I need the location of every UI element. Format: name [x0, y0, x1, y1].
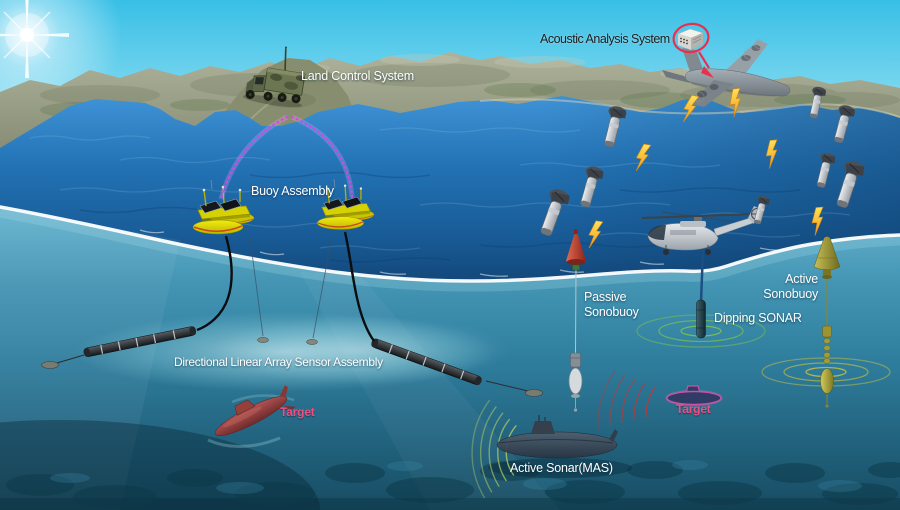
buoy-cable-left	[196, 235, 233, 332]
label-dipping-sonar: Dipping SONAR	[714, 311, 802, 325]
mooring-disc	[306, 339, 318, 345]
label-directional-array: Directional Linear Array Sensor Assembly	[174, 355, 383, 369]
military-truck-icon	[242, 46, 306, 108]
sea-wave-texture	[29, 127, 851, 263]
analysis-pointer-arrow	[698, 51, 714, 78]
label-active-sonobuoy-line2: Sonobuoy	[763, 286, 818, 301]
active-sonobuoy-icon	[813, 236, 841, 408]
label-target-left: Target	[280, 405, 315, 419]
mooring-line-right	[312, 235, 333, 339]
label-land-control-system: Land Control System	[301, 69, 414, 83]
comm-arc-right	[290, 114, 355, 199]
label-active-sonar-mas: Active Sonar(MAS)	[510, 461, 613, 475]
label-passive-sonobuoy-line1: Passive	[584, 290, 627, 304]
dipping-sonar-cable	[699, 249, 705, 303]
foam-line	[0, 205, 900, 283]
label-target-right: Target	[676, 402, 711, 416]
label-active-sonobuoy: Active Sonobuoy	[736, 272, 818, 302]
anchor-line-right	[485, 380, 529, 392]
label-passive-sonobuoy: Passive Sonobuoy	[584, 290, 639, 320]
label-buoy-assembly: Buoy Assembly	[251, 184, 334, 198]
analysis-box-icon	[677, 28, 704, 50]
mooring-line-left	[249, 237, 264, 337]
mooring-disc	[257, 337, 269, 343]
mas-submarine-icon	[496, 415, 618, 459]
buoy-cable-right	[343, 231, 375, 342]
sonar-wave-red	[597, 370, 656, 430]
comm-arc-left	[218, 114, 289, 201]
red-target-submarine-icon	[214, 385, 296, 436]
linear-array-right-icon	[371, 338, 482, 386]
sun-icon	[0, 0, 69, 78]
outlined-target-submarine-icon	[665, 385, 723, 406]
target-wake	[207, 394, 295, 449]
mas-sub-shadow	[488, 458, 632, 478]
array-anchor-disc	[41, 361, 59, 369]
seabed-rocks	[0, 420, 900, 510]
anchor-line-left	[56, 354, 85, 364]
passive-sonobuoy-icon	[566, 229, 586, 412]
analysis-highlight-ellipse	[672, 22, 710, 54]
whitecaps	[139, 229, 785, 277]
array-anchor-disc	[525, 389, 543, 397]
label-active-sonobuoy-line1: Active	[785, 272, 818, 286]
linear-array-left-icon	[83, 326, 197, 357]
foam-underside-glow	[0, 208, 900, 292]
dipping-sonar-icon	[696, 299, 706, 339]
label-passive-sonobuoy-line2: Sonobuoy	[584, 304, 639, 319]
label-acoustic-analysis-system: Acoustic Analysis System	[540, 32, 670, 46]
